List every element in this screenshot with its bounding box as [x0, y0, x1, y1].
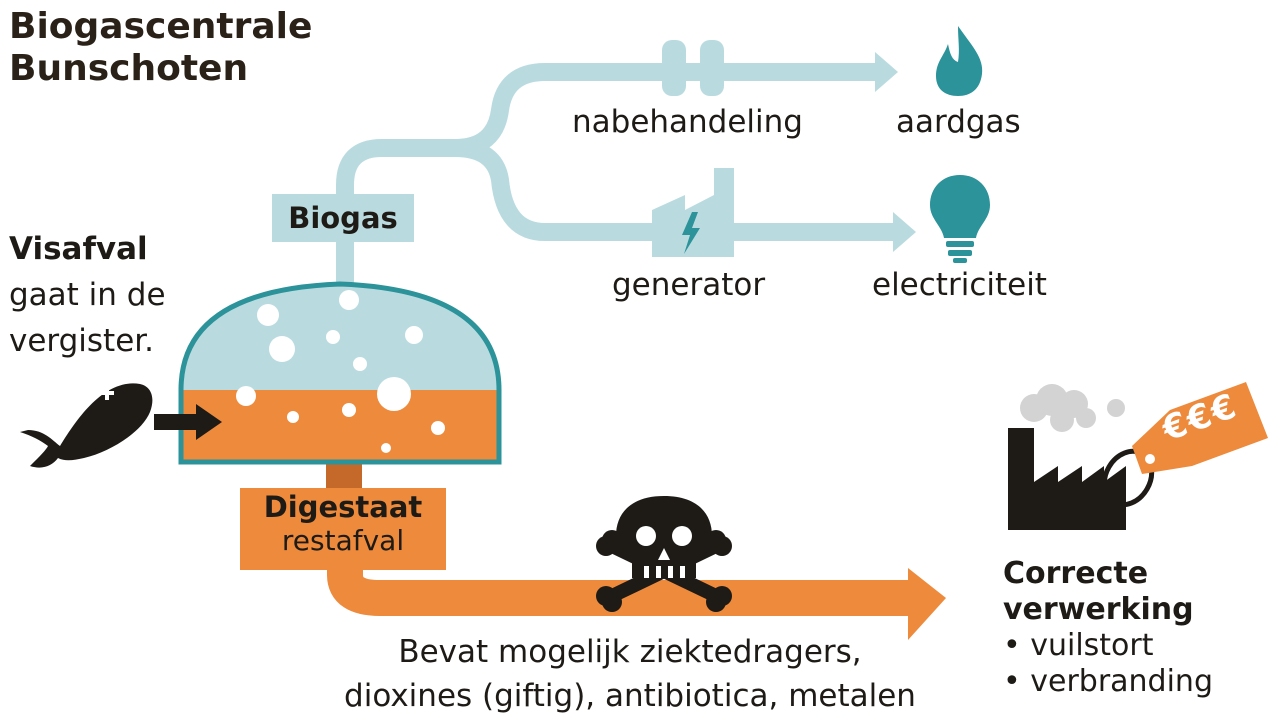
digestate-subtitle: restafval: [281, 524, 405, 557]
digestate-pipe: [327, 560, 915, 616]
fish-icon: [20, 383, 153, 468]
digestate-label-box: [240, 488, 446, 570]
aftertreatment-label: nabehandeling: [572, 104, 803, 140]
digestate-label: Digestaat restafval: [240, 490, 446, 558]
list-item-landfill: • vuilstort: [1003, 628, 1154, 663]
correct-processing: Correcte verwerking • vuilstort • verbra…: [1003, 556, 1213, 700]
biogas-label: Biogas: [288, 201, 398, 235]
aftertreatment-icon: [662, 40, 724, 96]
warning-line-1: Bevat mogelijk ziektedragers,: [398, 634, 862, 670]
fish-waste-line-2: gaat in de: [9, 277, 166, 313]
fish-waste-line-3: vergister.: [9, 323, 155, 359]
natural-gas-label: aardgas: [896, 104, 1021, 140]
digestate-warning: Bevat mogelijk ziektedragers, dioxines (…: [330, 630, 930, 718]
arrow-to-aardgas: [875, 52, 898, 92]
fish-waste-text: Visafval gaat in de vergister.: [9, 226, 166, 364]
correct-heading-1: Correcte: [1003, 556, 1149, 591]
bulb-icon: [930, 175, 990, 263]
arrow-to-electricity: [893, 212, 916, 252]
digestate-heading: Digestaat: [263, 490, 423, 524]
arrow-to-processing: [908, 568, 946, 640]
correct-heading-2: verwerking: [1003, 592, 1194, 627]
electricity-label: electriciteit: [872, 267, 1047, 303]
title-line-2: Bunschoten: [9, 48, 249, 89]
generator-label: generator: [612, 267, 766, 303]
tank-icon: [178, 281, 502, 494]
price-tag-icon: [1101, 382, 1268, 508]
biogas-label-box: [272, 194, 414, 242]
generator-icon: [652, 168, 734, 257]
skull-icon: [596, 496, 732, 612]
flame-icon: [936, 26, 983, 96]
fish-waste-heading: Visafval: [9, 231, 148, 267]
page-title: Biogascentrale Bunschoten: [9, 6, 312, 90]
factory-icon: [1008, 384, 1126, 530]
input-arrow: [154, 404, 222, 440]
warning-line-2: dioxines (giftig), antibiotica, metalen: [344, 678, 916, 714]
list-item-incineration: • verbranding: [1003, 664, 1213, 699]
title-line-1: Biogascentrale: [9, 6, 313, 47]
